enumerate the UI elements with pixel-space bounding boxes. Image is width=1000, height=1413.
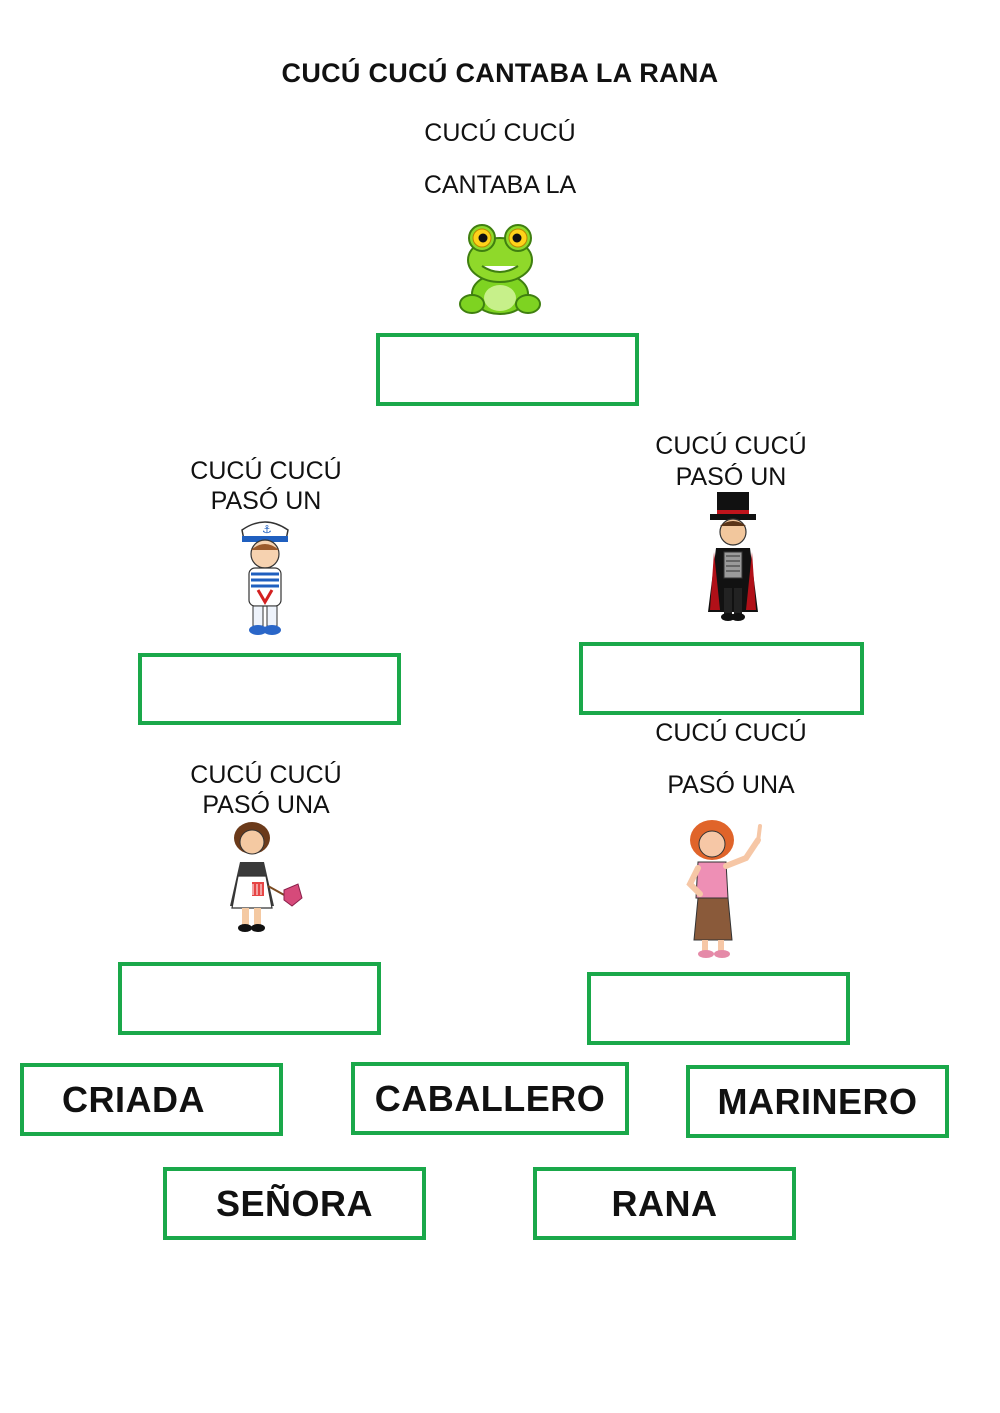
verse-lady-line1: CUCÚ CUCÚ	[655, 719, 807, 747]
verse-frog-line2: CANTABA LA	[423, 171, 577, 199]
verse-maid-line2: PASÓ UNA	[202, 791, 330, 819]
frog-illustration	[459, 224, 541, 315]
sailor-illustration: ⚓	[241, 521, 289, 635]
answer-box-marinero[interactable]	[138, 653, 401, 725]
word-card-rana[interactable]: RANA	[533, 1167, 796, 1240]
verse-maid-line1: CUCÚ CUCÚ	[190, 761, 342, 789]
gentleman-illustration	[708, 492, 758, 621]
verse-gentleman-line2: PASÓ UN	[675, 463, 787, 491]
verse-lady-line2: PASÓ UNA	[667, 771, 795, 799]
word-card-criada[interactable]: CRIADA	[20, 1063, 283, 1136]
lady-illustration	[686, 820, 762, 958]
word-card-caballero[interactable]: CABALLERO	[351, 1062, 629, 1135]
svg-text:⚓: ⚓	[262, 523, 272, 536]
maid-illustration	[230, 822, 303, 932]
answer-box-caballero[interactable]	[579, 642, 864, 715]
verse-sailor-line2: PASÓ UN	[210, 487, 322, 515]
word-card-senora[interactable]: SEÑORA	[163, 1167, 426, 1240]
answer-box-rana[interactable]	[376, 333, 639, 406]
worksheet-title: CUCÚ CUCÚ CANTABA LA RANA	[281, 58, 719, 88]
answer-box-senora[interactable]	[587, 972, 850, 1045]
verse-gentleman-line1: CUCÚ CUCÚ	[655, 432, 807, 460]
verse-frog-line1: CUCÚ CUCÚ	[424, 119, 576, 147]
word-card-marinero[interactable]: MARINERO	[686, 1065, 949, 1138]
verse-sailor-line1: CUCÚ CUCÚ	[190, 457, 342, 485]
answer-box-criada[interactable]	[118, 962, 381, 1035]
